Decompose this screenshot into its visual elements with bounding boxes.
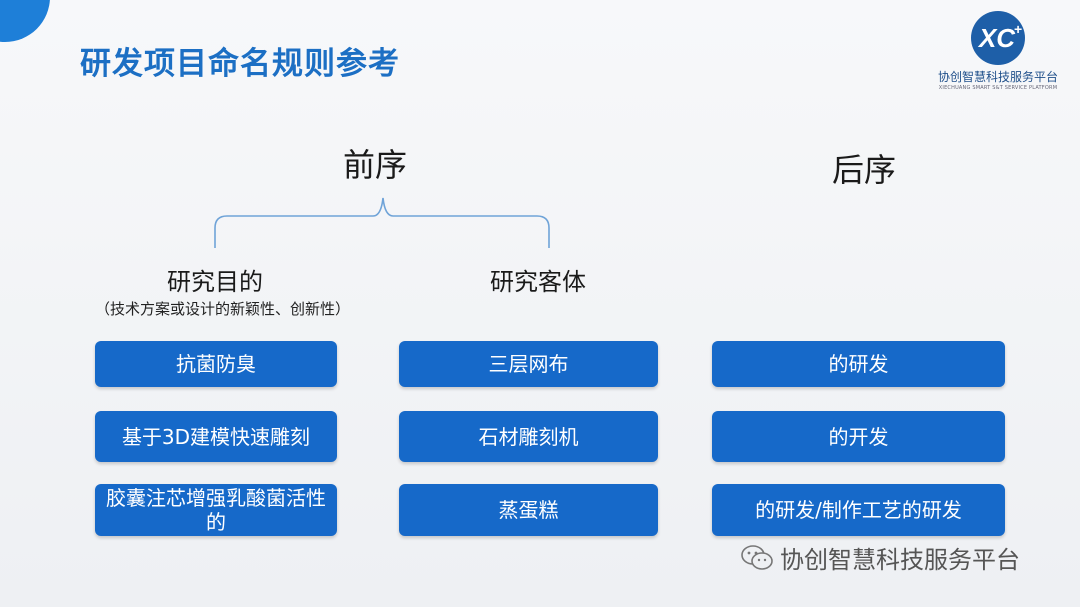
suffix-box: 的研发/制作工艺的研发	[712, 484, 1005, 536]
object-heading: 研究客体	[490, 268, 586, 296]
svg-text:XC: XC	[977, 23, 1016, 53]
suffix-box: 的开发	[712, 411, 1005, 462]
brand-logo: XC + 协创智慧科技服务平台 XIECHUANG SMART S&T SERV…	[928, 10, 1068, 100]
suffix-box: 的研发	[712, 341, 1005, 387]
page-title: 研发项目命名规则参考	[80, 46, 400, 82]
object-box: 三层网布	[399, 341, 658, 387]
purpose-note: （技术方案或设计的新颖性、创新性）	[95, 300, 351, 318]
logo-name: 协创智慧科技服务平台	[937, 70, 1058, 84]
object-box: 石材雕刻机	[399, 411, 658, 462]
logo-subtitle: XIECHUANG SMART S&T SERVICE PLATFORM	[938, 85, 1058, 91]
purpose-box: 胶囊注芯增强乳酸菌活性的	[95, 484, 337, 536]
object-box: 蒸蛋糕	[399, 484, 658, 536]
wechat-icon	[741, 544, 773, 570]
purpose-heading: 研究目的	[167, 268, 263, 296]
prefix-heading: 前序	[343, 146, 408, 184]
purpose-box: 基于3D建模快速雕刻	[95, 411, 337, 462]
brace-connector	[214, 197, 550, 248]
corner-decoration	[0, 0, 50, 42]
xc-logo-icon: XC +	[971, 11, 1025, 65]
watermark-text: 协创智慧科技服务平台	[780, 546, 1020, 574]
svg-text:+: +	[1014, 21, 1022, 37]
purpose-box: 抗菌防臭	[95, 341, 337, 387]
wechat-watermark: 协创智慧科技服务平台	[740, 540, 1020, 575]
suffix-heading: 后序	[832, 151, 897, 189]
